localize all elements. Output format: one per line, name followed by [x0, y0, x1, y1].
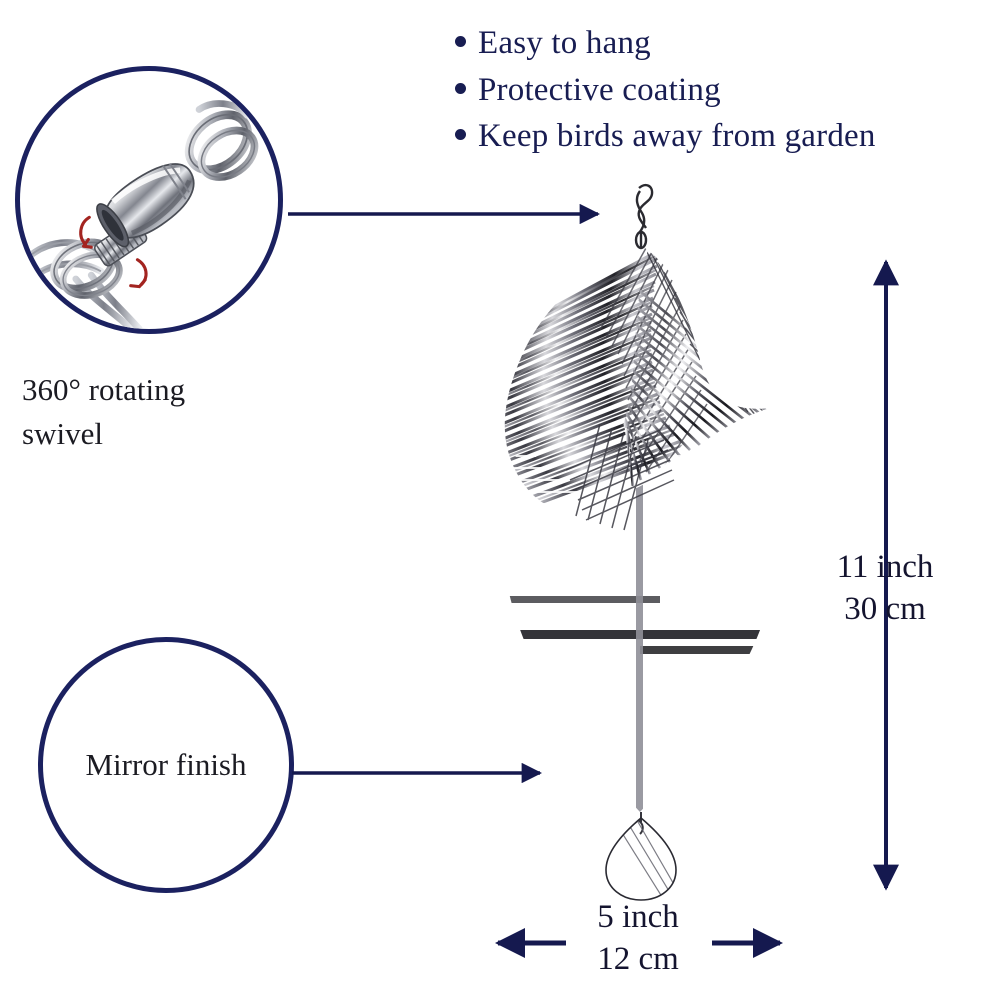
- swivel-caption-line-2: swivel: [22, 416, 103, 452]
- swivel-photo: [22, 100, 259, 329]
- width-metric: 12 cm: [597, 941, 679, 978]
- product-pendant-drop: [605, 812, 677, 901]
- height-imperial: 11 inch: [836, 549, 934, 585]
- bullet-icon: [455, 82, 466, 94]
- feature-item: Keep birds away from garden: [455, 119, 985, 155]
- hanging-hook-icon: [634, 183, 654, 250]
- product-lower-lobe: [501, 440, 783, 812]
- product-upper-lobe: [504, 248, 708, 511]
- dimension-label-width: 5 inch 12 cm: [540, 896, 736, 980]
- feature-label: Easy to hang: [478, 25, 651, 61]
- product-waist: [565, 423, 675, 531]
- feature-label: Protective coating: [478, 71, 721, 108]
- callout-circle-swivel: [15, 66, 283, 334]
- product-upper-twist: [599, 250, 770, 487]
- feature-item: Protective coating: [455, 71, 985, 109]
- swivel-caption-line-1: 360° rotating: [22, 372, 186, 407]
- bullet-icon: [455, 36, 466, 47]
- feature-label: Keep birds away from garden: [478, 118, 876, 155]
- feature-list: Easy to hang Protective coating Keep bir…: [455, 25, 985, 166]
- swivel-caption: 360° rotating swivel: [22, 368, 302, 456]
- callout-circle-mirror-finish: Mirror finish: [38, 637, 294, 893]
- height-metric: 30 cm: [844, 591, 926, 628]
- width-imperial: 5 inch: [597, 899, 679, 935]
- mirror-finish-label: Mirror finish: [85, 747, 247, 782]
- rotation-arrow-icon: [79, 215, 148, 289]
- dimension-label-height: 11 inch 30 cm: [790, 546, 980, 630]
- bullet-icon: [455, 129, 466, 141]
- feature-item: Easy to hang: [455, 25, 985, 62]
